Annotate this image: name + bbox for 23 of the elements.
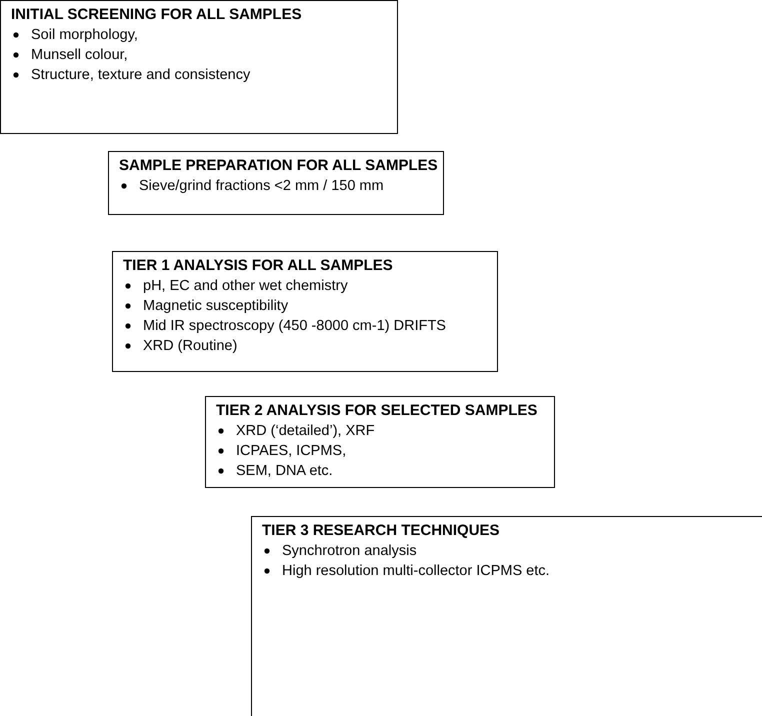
stage-heading: INITIAL SCREENING FOR ALL SAMPLES <box>11 5 303 25</box>
stage-box <box>251 516 762 716</box>
stage-box <box>0 0 398 134</box>
bullet-item: XRD (‘detailed’), XRF <box>236 422 375 441</box>
stage-heading: SAMPLE PREPARATION FOR ALL SAMPLES <box>119 156 435 176</box>
bullet-item: Sieve/grind fractions <2 mm / 150 mm <box>139 177 384 196</box>
bullet-item: High resolution multi-collector ICPMS etc. <box>282 562 550 581</box>
bullet-item: pH, EC and other wet chemistry <box>143 277 348 296</box>
bullet-item: Munsell colour, <box>31 46 128 65</box>
stage-box <box>205 396 555 488</box>
bullet-item: Synchrotron analysis <box>282 542 417 561</box>
stage-heading: TIER 2 ANALYSIS FOR SELECTED SAMPLES <box>216 401 538 421</box>
bullet-item: XRD (Routine) <box>143 337 238 356</box>
stage-heading: TIER 3 RESEARCH TECHNIQUES <box>262 521 501 541</box>
bullet-item: Structure, texture and consistency <box>31 66 250 85</box>
stage-box <box>112 251 498 372</box>
bullet-item: ICPAES, ICPMS, <box>236 442 346 461</box>
bullet-item: SEM, DNA etc. <box>236 462 333 481</box>
bullet-item: Magnetic susceptibility <box>143 297 288 316</box>
bullet-item: Mid IR spectroscopy (450 -8000 cm-1) DRIFTS <box>143 317 446 336</box>
bullet-item: Soil morphology, <box>31 26 138 45</box>
stage-box <box>108 151 444 215</box>
stage-heading: TIER 1 ANALYSIS FOR ALL SAMPLES <box>123 256 394 276</box>
